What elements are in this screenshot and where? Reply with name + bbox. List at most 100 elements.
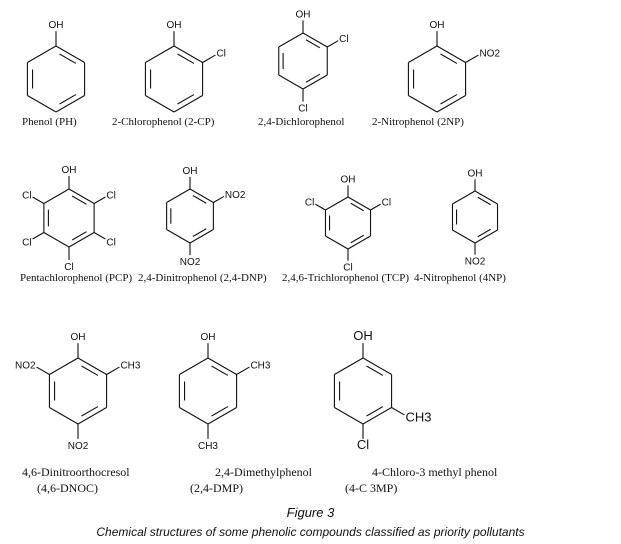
figure-caption: Chemical structures of some phenolic com…	[96, 525, 525, 539]
double-bond	[366, 406, 384, 417]
substituent-bond	[36, 366, 50, 375]
ring-bond	[362, 407, 392, 425]
substituent-label: Cl	[298, 104, 307, 115]
substituent-bond	[391, 407, 405, 416]
ring-bond	[173, 45, 203, 63]
ring-bond	[27, 45, 57, 63]
compound-name: 2,4-Dichlorophenol	[258, 116, 345, 128]
substituent-label: NO2	[479, 49, 500, 60]
substituent-bond	[370, 203, 381, 211]
compound-name: 2,4,6-Trichlorophenol (TCP)	[282, 272, 410, 284]
substituent-label: OH	[468, 168, 483, 179]
substituent-label: Cl	[106, 238, 115, 249]
substituent-label: NO2	[15, 361, 36, 372]
substituent-label: OH	[49, 20, 64, 31]
double-bond	[440, 94, 458, 105]
molecule-structure: OH NO2	[451, 168, 499, 268]
compound-name: 4-Chloro-3 methyl phenol	[372, 465, 498, 479]
substituent-label: OH	[296, 9, 311, 20]
ring-bond	[347, 235, 371, 250]
ring-bond	[362, 357, 392, 375]
substituent-label: Cl	[106, 190, 115, 201]
substituent-label: Cl	[22, 190, 31, 201]
substituent-bond	[465, 54, 479, 63]
double-bond	[177, 94, 195, 105]
double-bond	[350, 234, 364, 244]
substituent-label: OH	[430, 20, 445, 31]
substituent-bond	[213, 195, 225, 203]
compound-name: 4-Nitrophenol (4NP)	[414, 272, 506, 284]
ring-bond	[55, 95, 85, 113]
compound-name: 2,4-Dinitrophenol (2,4-DNP)	[138, 272, 267, 284]
substituent-bond	[93, 196, 106, 204]
double-bond	[440, 53, 458, 64]
double-bond	[192, 195, 207, 204]
substituent-label: CH3	[250, 361, 270, 372]
compound-name: 2,4-Dimethylphenol	[215, 465, 312, 479]
substituent-bond	[315, 203, 326, 211]
double-bond	[305, 39, 321, 49]
double-bond	[71, 195, 87, 205]
substituent-bond	[32, 232, 45, 240]
double-bond	[211, 406, 229, 417]
ring-bond	[77, 407, 107, 425]
substituent-label: NO2	[68, 441, 89, 452]
compound-name: (4-C 3MP)	[345, 481, 398, 495]
ring-bond	[49, 357, 79, 375]
substituent-bond	[93, 232, 106, 240]
compound-name: 4,6-Dinitroorthocresol	[22, 465, 130, 479]
substituent-label: OH	[341, 174, 356, 185]
substituent-label: CH3	[405, 409, 431, 424]
ring-bond	[49, 407, 79, 425]
ring-bond	[189, 188, 214, 203]
double-bond	[211, 365, 229, 376]
compound-name: (2,4-DMP)	[190, 481, 243, 495]
substituent-bond	[236, 366, 250, 375]
ring-bond	[145, 95, 175, 113]
ring-bond	[302, 32, 328, 48]
double-bond	[59, 94, 77, 105]
ring-bond	[145, 45, 175, 63]
ring-bond	[347, 196, 371, 211]
substituent-label: NO2	[225, 190, 246, 201]
substituent-label: Cl	[357, 437, 369, 452]
double-bond	[59, 53, 77, 64]
ring-bond	[302, 74, 328, 90]
ring-bond	[474, 190, 498, 205]
ring-bond	[207, 357, 237, 375]
substituent-label: NO2	[465, 257, 486, 268]
ring-bond	[408, 45, 438, 63]
molecule-structure: OH	[26, 20, 86, 113]
compound-name: Phenol (PH)	[22, 116, 77, 128]
compound-name: Pentachlorophenol (PCP)	[20, 272, 133, 284]
ring-bond	[189, 229, 214, 244]
substituent-label: OH	[201, 332, 216, 343]
substituent-bond	[32, 196, 45, 204]
ring-bond	[474, 229, 498, 244]
substituent-bond	[106, 366, 120, 375]
ring-bond	[173, 95, 203, 113]
ring-bond	[77, 357, 107, 375]
substituent-label: Cl	[22, 238, 31, 249]
double-bond	[477, 228, 491, 238]
substituent-label: Cl	[216, 49, 225, 60]
double-bond	[81, 365, 99, 376]
substituent-label: OH	[183, 166, 198, 177]
double-bond	[81, 406, 99, 417]
ring-bond	[68, 188, 95, 204]
ring-bond	[436, 45, 466, 63]
double-bond	[477, 196, 491, 206]
double-bond	[71, 231, 87, 241]
ring-bond	[334, 407, 364, 425]
double-bond	[350, 202, 364, 212]
ring-bond	[207, 407, 237, 425]
ring-bond	[166, 188, 191, 203]
ring-bond	[68, 232, 95, 248]
figure-title: Figure 3	[286, 505, 335, 520]
